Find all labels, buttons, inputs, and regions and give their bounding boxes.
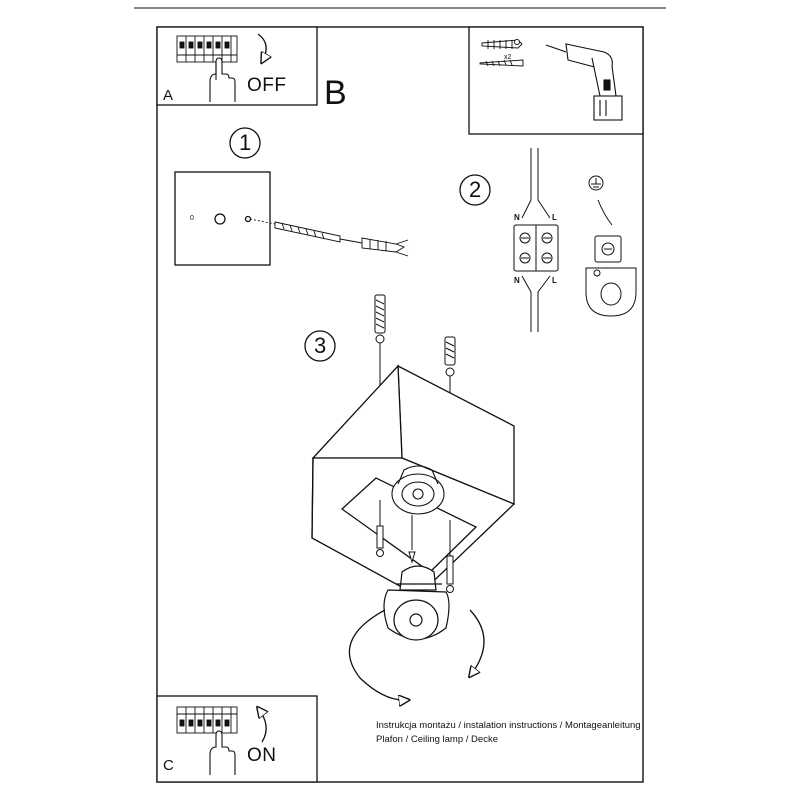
lamp-cube [311,364,516,597]
panel-b-letter: B [324,74,347,112]
step-3-number: 3 [314,333,327,358]
caption-line-1: Instrukcja montażu / instalation instruc… [376,720,641,731]
off-arrow-icon [257,33,266,62]
on-arrow-icon [258,708,266,743]
ceiling-screw-left [374,294,386,395]
breaker-on-icon [176,706,238,734]
wall-plate [174,171,271,266]
terminal-l-bottom: L [552,276,557,285]
breaker-off-icon [176,35,238,63]
tools-quantity: x2 [504,54,512,61]
off-label: OFF [247,75,287,96]
screw-icon [479,59,524,67]
terminal-l-top: L [552,213,557,222]
on-label: ON [247,745,277,766]
plug-and-screw-icon [249,218,409,257]
wall-plate-mark: 0 [190,215,194,222]
lamp-socket [391,465,445,515]
ground-terminal-icon [585,175,637,317]
drill-icon [545,43,623,121]
terminal-n-bottom: N [514,276,520,285]
panel-c-letter: C [163,757,174,774]
panel-a-letter: A [163,87,174,104]
terminal-block-icon [513,148,559,332]
step-3-circle [304,330,336,362]
hand-icon [209,57,236,102]
step-1-circle [229,127,261,159]
step-2-number: 2 [469,177,482,202]
rotate-arrow-icon [348,609,485,700]
terminal-n-top: N [514,213,520,222]
hand-on-icon [209,730,236,775]
mounting-screws [376,500,454,593]
step-1-number: 1 [239,130,252,155]
step-2-circle [459,174,491,206]
bulb-icon [383,565,450,641]
wall-plug-icon [481,39,523,49]
page-frame [134,7,666,783]
caption-line-2: Plafon / Ceiling lamp / Decke [376,734,498,745]
